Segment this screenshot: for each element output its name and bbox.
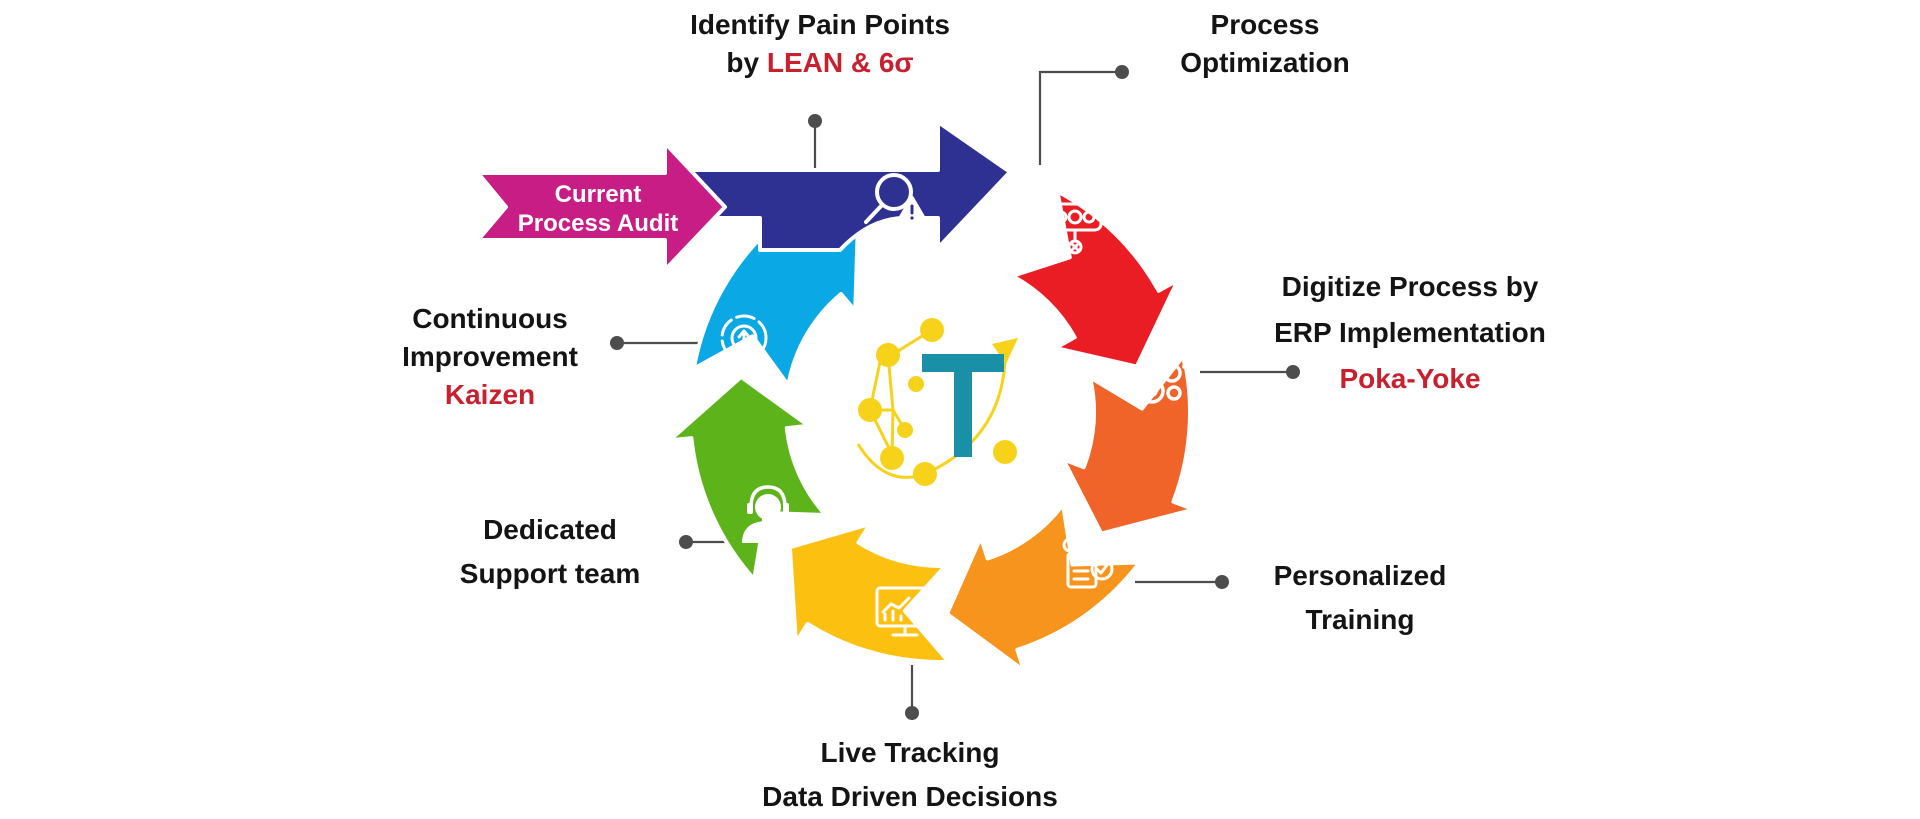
improve-highlight: Kaizen [444,379,536,410]
connector-dot-tracking [905,706,919,720]
connector-dot-digitize [1286,365,1300,379]
support-arrow [667,374,828,582]
digitize-line1: Digitize Process by [1281,271,1539,302]
label-identify-pain-points: Identify Pain Points by LEAN & 6σ [640,6,1000,82]
training-checklist-icon [1062,537,1114,589]
label-process-optimization: Process Optimization [1130,6,1400,82]
identify-line2-prefix: by [726,47,767,78]
optimize-line1: Process [1210,9,1320,40]
identify-arrow [688,120,1012,252]
process-flow-icon [1047,202,1103,255]
training-line1: Personalized [1273,560,1447,591]
current-process-audit-arrow [476,141,727,272]
identify-line2: by LEAN & 6σ [640,44,1000,82]
magnifier-warning-icon [864,173,928,224]
digitize-line2: ERP Implementation [1274,317,1546,348]
network-t-logo-icon [856,318,1018,486]
training-arrow [945,502,1142,673]
connector-dot-training [1215,575,1229,589]
tracking-line1: Live Tracking [820,737,1000,768]
digitize-highlight: Poka-Yoke [1339,363,1481,394]
label-live-tracking: Live Tracking Data Driven Decisions [720,731,1100,819]
connector-lines [617,70,1293,713]
improve-line2: Improvement [402,341,578,372]
audit-arrow-label-line2: Process Audit [518,210,679,237]
audit-arrow-label-line1: Current [555,181,642,208]
label-continuous-improvement: Continuous Improvement Kaizen [370,300,610,414]
connector-dot-optimize [1115,65,1129,79]
training-line2: Training [1305,604,1415,635]
identify-line1: Identify Pain Points [690,9,950,40]
cycle-arrows [667,120,1196,673]
improve-line1: Continuous [412,303,568,334]
connector-dots [610,65,1300,720]
connector-dot-support [679,535,693,549]
label-personalized-training: Personalized Training [1230,554,1490,642]
optimize-line2: Optimization [1180,47,1350,78]
identify-highlight: LEAN & 6σ [766,47,914,78]
connector-optimize [1038,70,1122,165]
connector-dot-identify [808,114,822,128]
support-line1: Dedicated [483,514,617,545]
support-line2: Support team [459,558,641,589]
tracking-line2: Data Driven Decisions [762,781,1058,812]
label-dedicated-support: Dedicated Support team [420,508,680,596]
headset-agent-icon [742,485,794,543]
digitize-arrow [1061,353,1196,536]
dashboard-monitor-icon [875,586,935,637]
label-digitize-process: Digitize Process by ERP Implementation P… [1240,264,1580,402]
connector-dot-improve [610,336,624,350]
gears-icon [1132,353,1187,404]
cycle-upload-icon [720,314,768,362]
tracking-arrow [787,521,951,664]
